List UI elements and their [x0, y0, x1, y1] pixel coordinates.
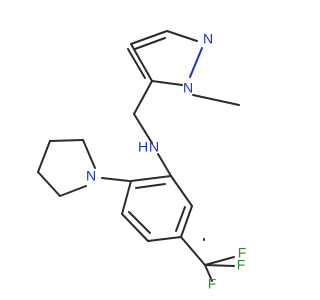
bond-pyrrolidine-c2-c3: [49, 139, 84, 142]
bond-pyrazole-c5-c4: [130, 43, 153, 82]
bond-benzene-to-cf3-carbon: [180, 236, 206, 266]
bond-cf3-f-bottom: [204, 264, 213, 282]
bond-benzene-c1-c2: [130, 175, 172, 182]
atom-label-pyrrolidine-n: N: [86, 168, 96, 184]
atom-label-pyrazole-n1: N: [183, 80, 193, 96]
bond-benzene-c6-c1: [170, 175, 193, 207]
bond-aryl-pyrrolidine-n: [101, 177, 130, 182]
atom-label-fluorine-right: F: [237, 257, 246, 273]
benzene-ring-bonds: [121, 175, 206, 266]
bond-pyrrolidine-c3-c4: [37, 140, 51, 173]
bond-benzene-c5-c6: [180, 205, 193, 238]
bond-cf3-f-right: [204, 264, 235, 267]
bond-pyrazole-c3-c4-double: [134, 37, 166, 50]
bond-benzene-c3-c4: [121, 213, 149, 242]
atom-labels: N N H N N F F F: [86, 31, 246, 292]
cf3-bonds: [204, 256, 235, 282]
bond-benzene-c2-c3: [121, 180, 132, 215]
molecule-structure-diagram: N N H N N F F F: [37, 30, 246, 292]
bond-ch2-amine: [133, 113, 153, 144]
bond-benzene-inner-1: [135, 183, 166, 189]
bond-c5-ch2: [133, 80, 153, 115]
bond-pyrrolidine-c5-n: [59, 185, 87, 197]
atom-label-fluorine-top: F: [238, 245, 247, 261]
pyrazole-ring-bonds: [127, 30, 203, 86]
bond-amine-aryl: [157, 153, 172, 177]
bond-benzene-c4-c5: [147, 236, 182, 242]
bond-pyrrolidine-n-c2: [82, 139, 96, 169]
bond-pyrazole-n2-n1: [189, 47, 203, 78]
bond-pyrazole-n1-c5: [151, 80, 183, 86]
atom-label-fluorine-bottom: F: [208, 276, 217, 292]
bond-pyrazole-c4-c3: [130, 30, 168, 45]
bond-pyrazole-c5-c4-double: [127, 48, 146, 79]
atom-label-pyrazole-n2: N: [203, 31, 213, 47]
atom-label-amine-n: N: [149, 139, 159, 155]
pyrrolidine-ring-bonds: [37, 139, 96, 197]
bond-pyrrolidine-c4-c5: [37, 171, 61, 197]
bond-benzene-inner-2: [128, 211, 151, 234]
bond-pyrazole-c3-n2: [166, 30, 198, 42]
atom-label-amine-h: H: [138, 139, 148, 155]
substituent-bonds: [101, 80, 240, 241]
bond-benzene-inner-3: [175, 206, 186, 232]
bond-cf3-f-top: [204, 256, 235, 266]
bond-n1-methyl: [192, 94, 240, 106]
